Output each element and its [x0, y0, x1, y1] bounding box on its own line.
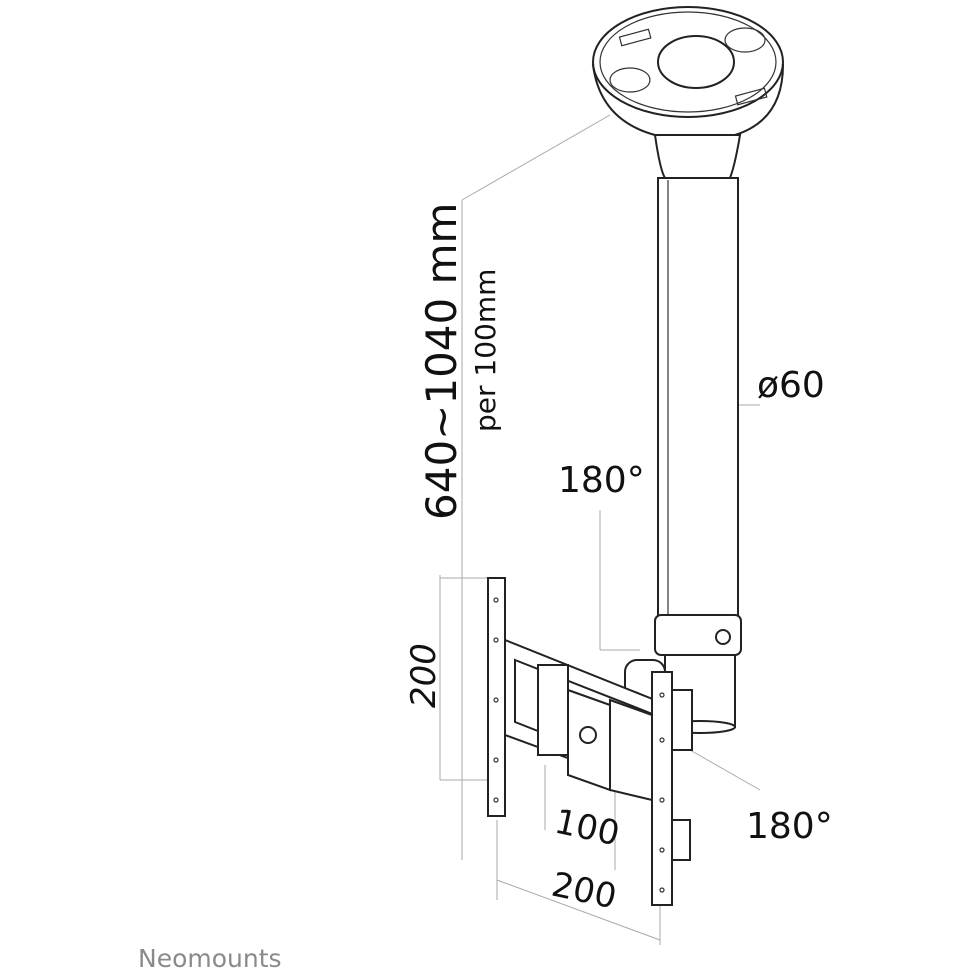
ceiling-plate [591, 6, 785, 179]
diameter-label: ø60 [757, 365, 825, 406]
height-step-label: per 100mm [469, 269, 502, 432]
height-range-label: 640~1040 mm [417, 203, 466, 520]
vesa-rails [487, 577, 673, 906]
vesa-width-outer-label: 200 [548, 865, 620, 918]
brand-logo: Neomounts [138, 944, 282, 973]
vesa-height-label: 200 [404, 643, 444, 708]
rotation-top-label: 180° [558, 460, 645, 501]
vesa-width-inner-label: 100 [551, 802, 623, 855]
swivel-bracket [504, 638, 693, 861]
pole [654, 177, 742, 734]
rotation-bottom-label: 180° [746, 806, 833, 847]
